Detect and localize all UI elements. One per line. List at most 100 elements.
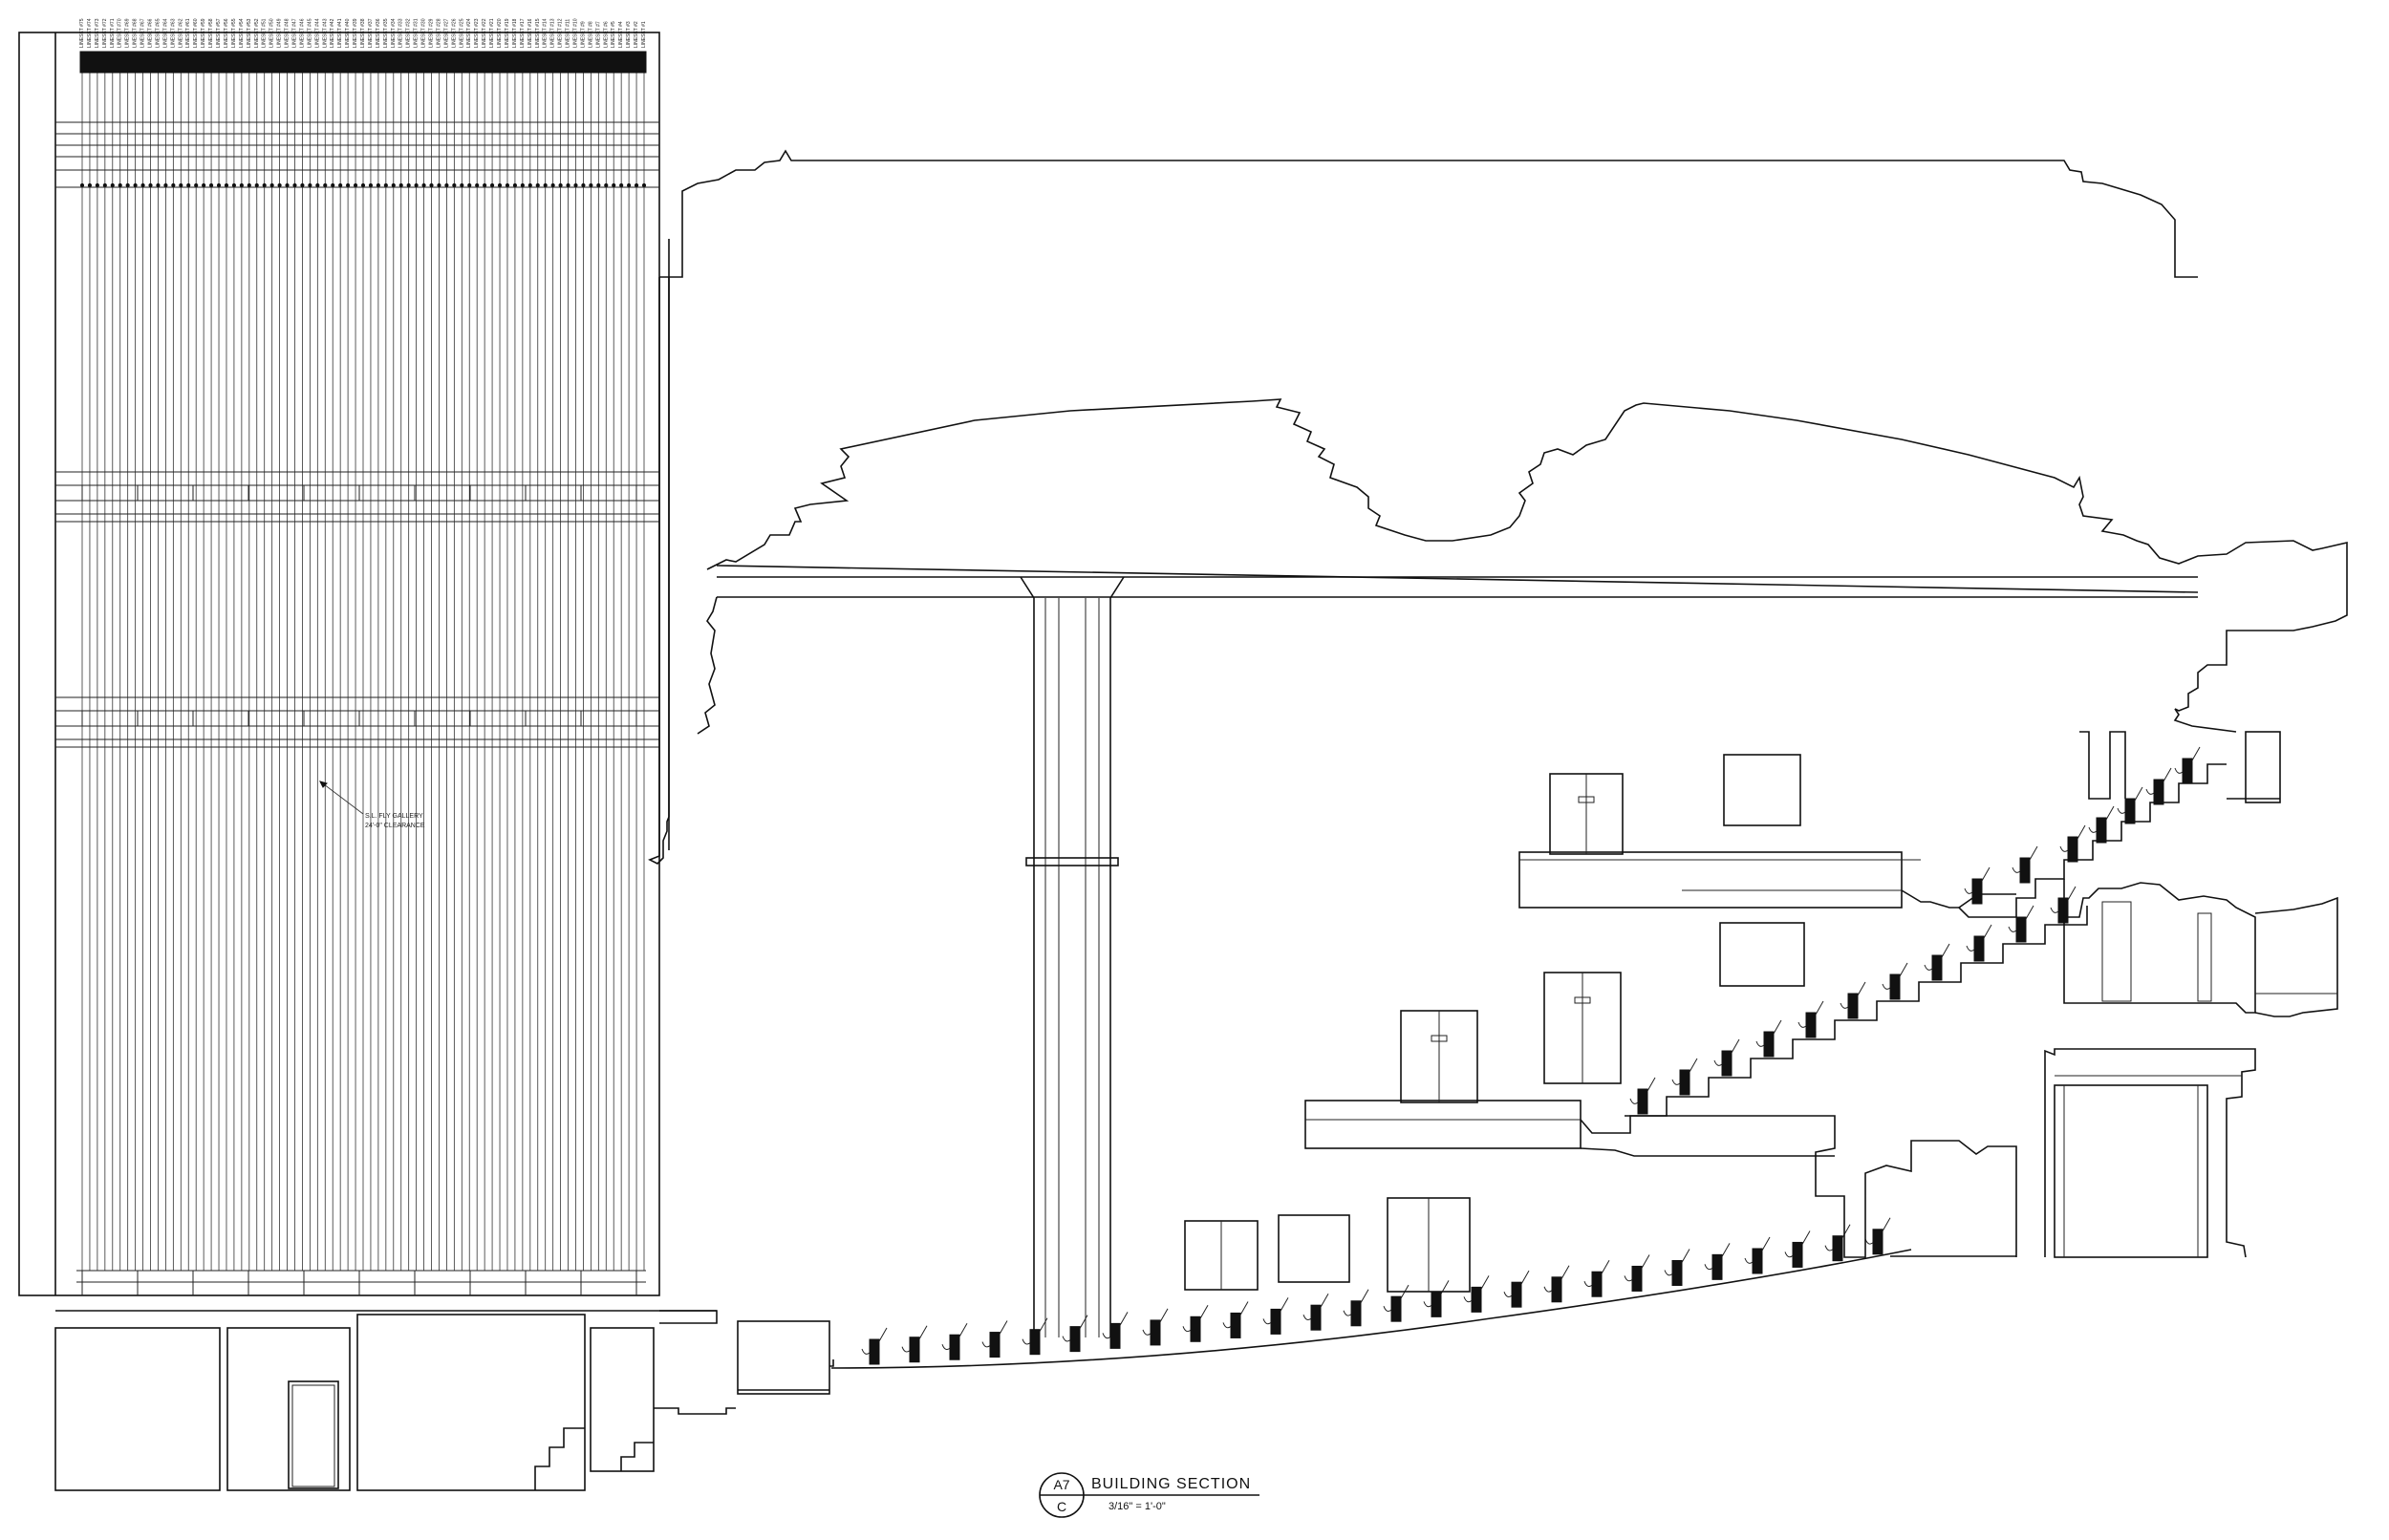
batten-pipe: [383, 182, 388, 188]
batten-pipe: [475, 182, 480, 188]
fly-gallery-note: S.L. FLY GALLERY 24'-0" CLEARANCE: [319, 781, 425, 829]
batten-pipe: [596, 182, 601, 188]
seat: [1721, 1050, 1733, 1077]
seat: [1671, 1259, 1683, 1286]
mezzanine-slab: [1304, 1100, 1582, 1149]
batten-pipe: [300, 182, 305, 188]
batten-pipe: [247, 182, 251, 188]
lineset-label: LINESET #46: [299, 18, 305, 48]
orchestra-level: [830, 1197, 2016, 1369]
batten-pipe: [338, 182, 343, 188]
batten-pipe: [315, 182, 320, 188]
drawing-title-block: A7 C BUILDING SECTION 3/16" = 1'-0": [1039, 1472, 1259, 1518]
batten-pipe: [95, 182, 99, 188]
lineset-label: LINESET #57: [216, 18, 222, 48]
lineset-label: LINESET #26: [451, 18, 457, 48]
seat: [1805, 1012, 1817, 1038]
seat: [989, 1332, 1001, 1358]
lineset-label: LINESET #20: [497, 18, 503, 48]
lineset-label: LINESET #43: [322, 18, 328, 48]
rear-lobby-arch: [2044, 1048, 2256, 1258]
batten-pipe: [573, 182, 578, 188]
drawing-scale: 3/16" = 1'-0": [1108, 1501, 1166, 1512]
lineset-label: LINESET #38: [360, 18, 366, 48]
roof-outline: [659, 149, 2198, 278]
lineset-label: LINESET #16: [527, 18, 533, 48]
ceiling-cove: [648, 239, 670, 865]
seat: [1230, 1312, 1241, 1338]
seat: [2015, 916, 2027, 943]
lineset-label: LINESET #47: [291, 18, 297, 48]
loft-block-band: [79, 51, 647, 74]
seat: [1971, 878, 1983, 905]
lineset-label: LINESET #56: [224, 18, 229, 48]
seat: [1792, 1241, 1803, 1268]
lineset-label: LINESET #22: [482, 18, 487, 48]
batten-pipe: [627, 182, 632, 188]
seat: [1832, 1235, 1843, 1262]
trap-room-4: [590, 1327, 655, 1472]
batten-pipe: [125, 182, 130, 188]
batten-pipe: [346, 182, 351, 188]
batten-pipe: [437, 182, 441, 188]
batten-pipe: [589, 182, 593, 188]
batten-pipe: [331, 182, 335, 188]
seat: [2019, 857, 2031, 884]
batten-pipe: [489, 182, 495, 188]
batten-pipe: [118, 182, 122, 188]
lineset-label: LINESET #67: [140, 18, 146, 48]
seat: [2124, 798, 2136, 824]
seat: [1679, 1069, 1690, 1096]
fly-gallery-upper: [55, 471, 659, 523]
batten-pipe: [156, 182, 161, 188]
seat: [869, 1338, 880, 1365]
lineset-label: LINESET #58: [208, 18, 214, 48]
lineset-label: LINESET #6: [603, 21, 609, 48]
lineset-label: LINESET #5: [611, 21, 616, 48]
batten-pipe: [208, 182, 214, 188]
orchestra-pit-edge: [654, 1407, 736, 1415]
batten-pipe: [163, 182, 168, 188]
batten-pipe: [102, 182, 107, 188]
seat: [1390, 1295, 1402, 1322]
batten-pipe: [512, 182, 518, 188]
lineset-label: LINESET #17: [520, 18, 526, 48]
lineset-label: LINESET #51: [262, 18, 268, 48]
batten-pipe: [239, 182, 244, 188]
batten-pipe: [429, 182, 434, 188]
batten-pipe: [79, 182, 85, 188]
seat: [2153, 779, 2164, 805]
seat: [2067, 836, 2078, 863]
seat: [1872, 1229, 1883, 1255]
fly-gallery-note-line1: S.L. FLY GALLERY: [365, 813, 423, 820]
lineset-label: LINESET #9: [580, 21, 586, 48]
batten-pipe: [483, 182, 487, 188]
orchestra-seats: [861, 1217, 1891, 1365]
lineset-label: LINESET #48: [285, 18, 291, 48]
seat: [2057, 897, 2069, 924]
batten-pipe: [527, 182, 532, 188]
lineset-label: LINESET #12: [558, 18, 564, 48]
seat: [2096, 817, 2107, 844]
seat: [1631, 1265, 1643, 1292]
lineset-label: LINESET #18: [512, 18, 518, 48]
lineset-label: LINESET #73: [95, 18, 100, 48]
batten-pipe: [285, 182, 290, 188]
fly-tower-outline: [18, 32, 660, 1296]
batten-pipe: [520, 182, 525, 188]
batten-pipe: [505, 182, 510, 188]
below-stage-stair: [534, 1427, 585, 1490]
batten-pipe: [269, 182, 274, 188]
batten-pipe: [421, 182, 426, 188]
lineset-label: LINESET #53: [247, 18, 252, 48]
lineset-label: LINESET #8: [588, 21, 593, 48]
lineset-label: LINESET #29: [429, 18, 435, 48]
batten-pipe: [558, 182, 563, 188]
seat: [1350, 1300, 1362, 1327]
house-column: [1020, 576, 1125, 1337]
seat: [1150, 1319, 1161, 1346]
seat: [1752, 1248, 1763, 1274]
batten-pipe: [353, 182, 358, 188]
